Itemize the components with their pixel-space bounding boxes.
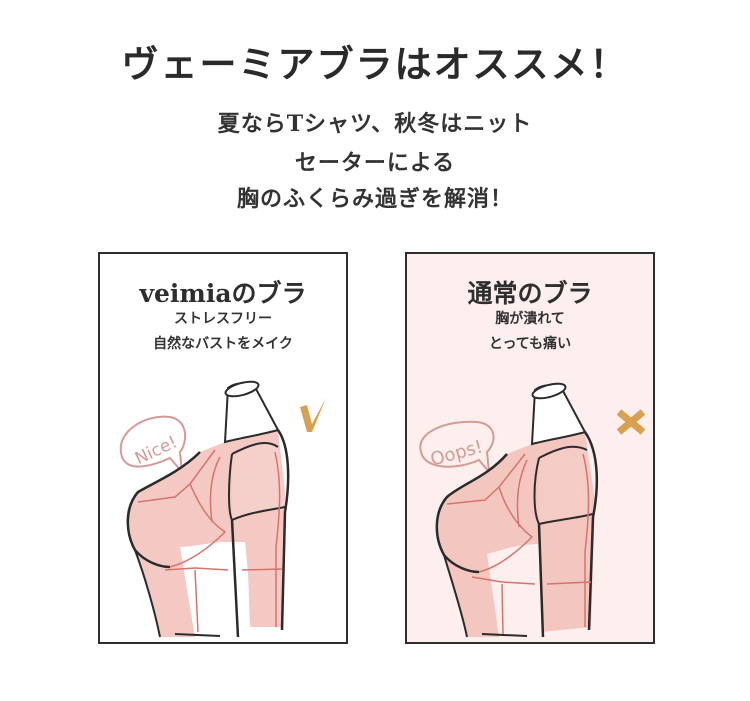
- bra-illustration-flattened: Oops!: [419, 382, 646, 638]
- subtitle-line-1: 夏ならTシャツ、秋冬はニット: [217, 111, 533, 137]
- panel-line-2: 自然なバストをメイク: [153, 336, 293, 352]
- speech-bubble-icon: Nice!: [119, 415, 187, 476]
- speech-bubble-icon: Oops!: [419, 420, 495, 476]
- headline: ヴェーミアブラはオススメ！: [121, 42, 629, 86]
- panel-veimia-bra: veimiaのブラ ストレスフリー 自然なバストをメイク Nice!: [98, 252, 348, 644]
- panel-title: 通常のブラ: [467, 279, 593, 308]
- cross-icon: [616, 409, 646, 435]
- panel-line-1: 胸が潰れて: [495, 311, 565, 327]
- check-icon: [300, 398, 326, 432]
- panel-line-2: とっても痛い: [488, 336, 572, 352]
- bra-illustration-natural: Nice!: [119, 380, 326, 638]
- panel-title: veimiaのブラ: [139, 279, 307, 308]
- subtitle-line-3: 胸のふくらみ過ぎを解消！: [236, 186, 513, 212]
- subtitle-line-2: セーターによる: [294, 150, 456, 176]
- panel-regular-bra: 通常のブラ 胸が潰れて とっても痛い Oops!: [405, 252, 655, 644]
- panel-line-1: ストレスフリー: [174, 311, 272, 327]
